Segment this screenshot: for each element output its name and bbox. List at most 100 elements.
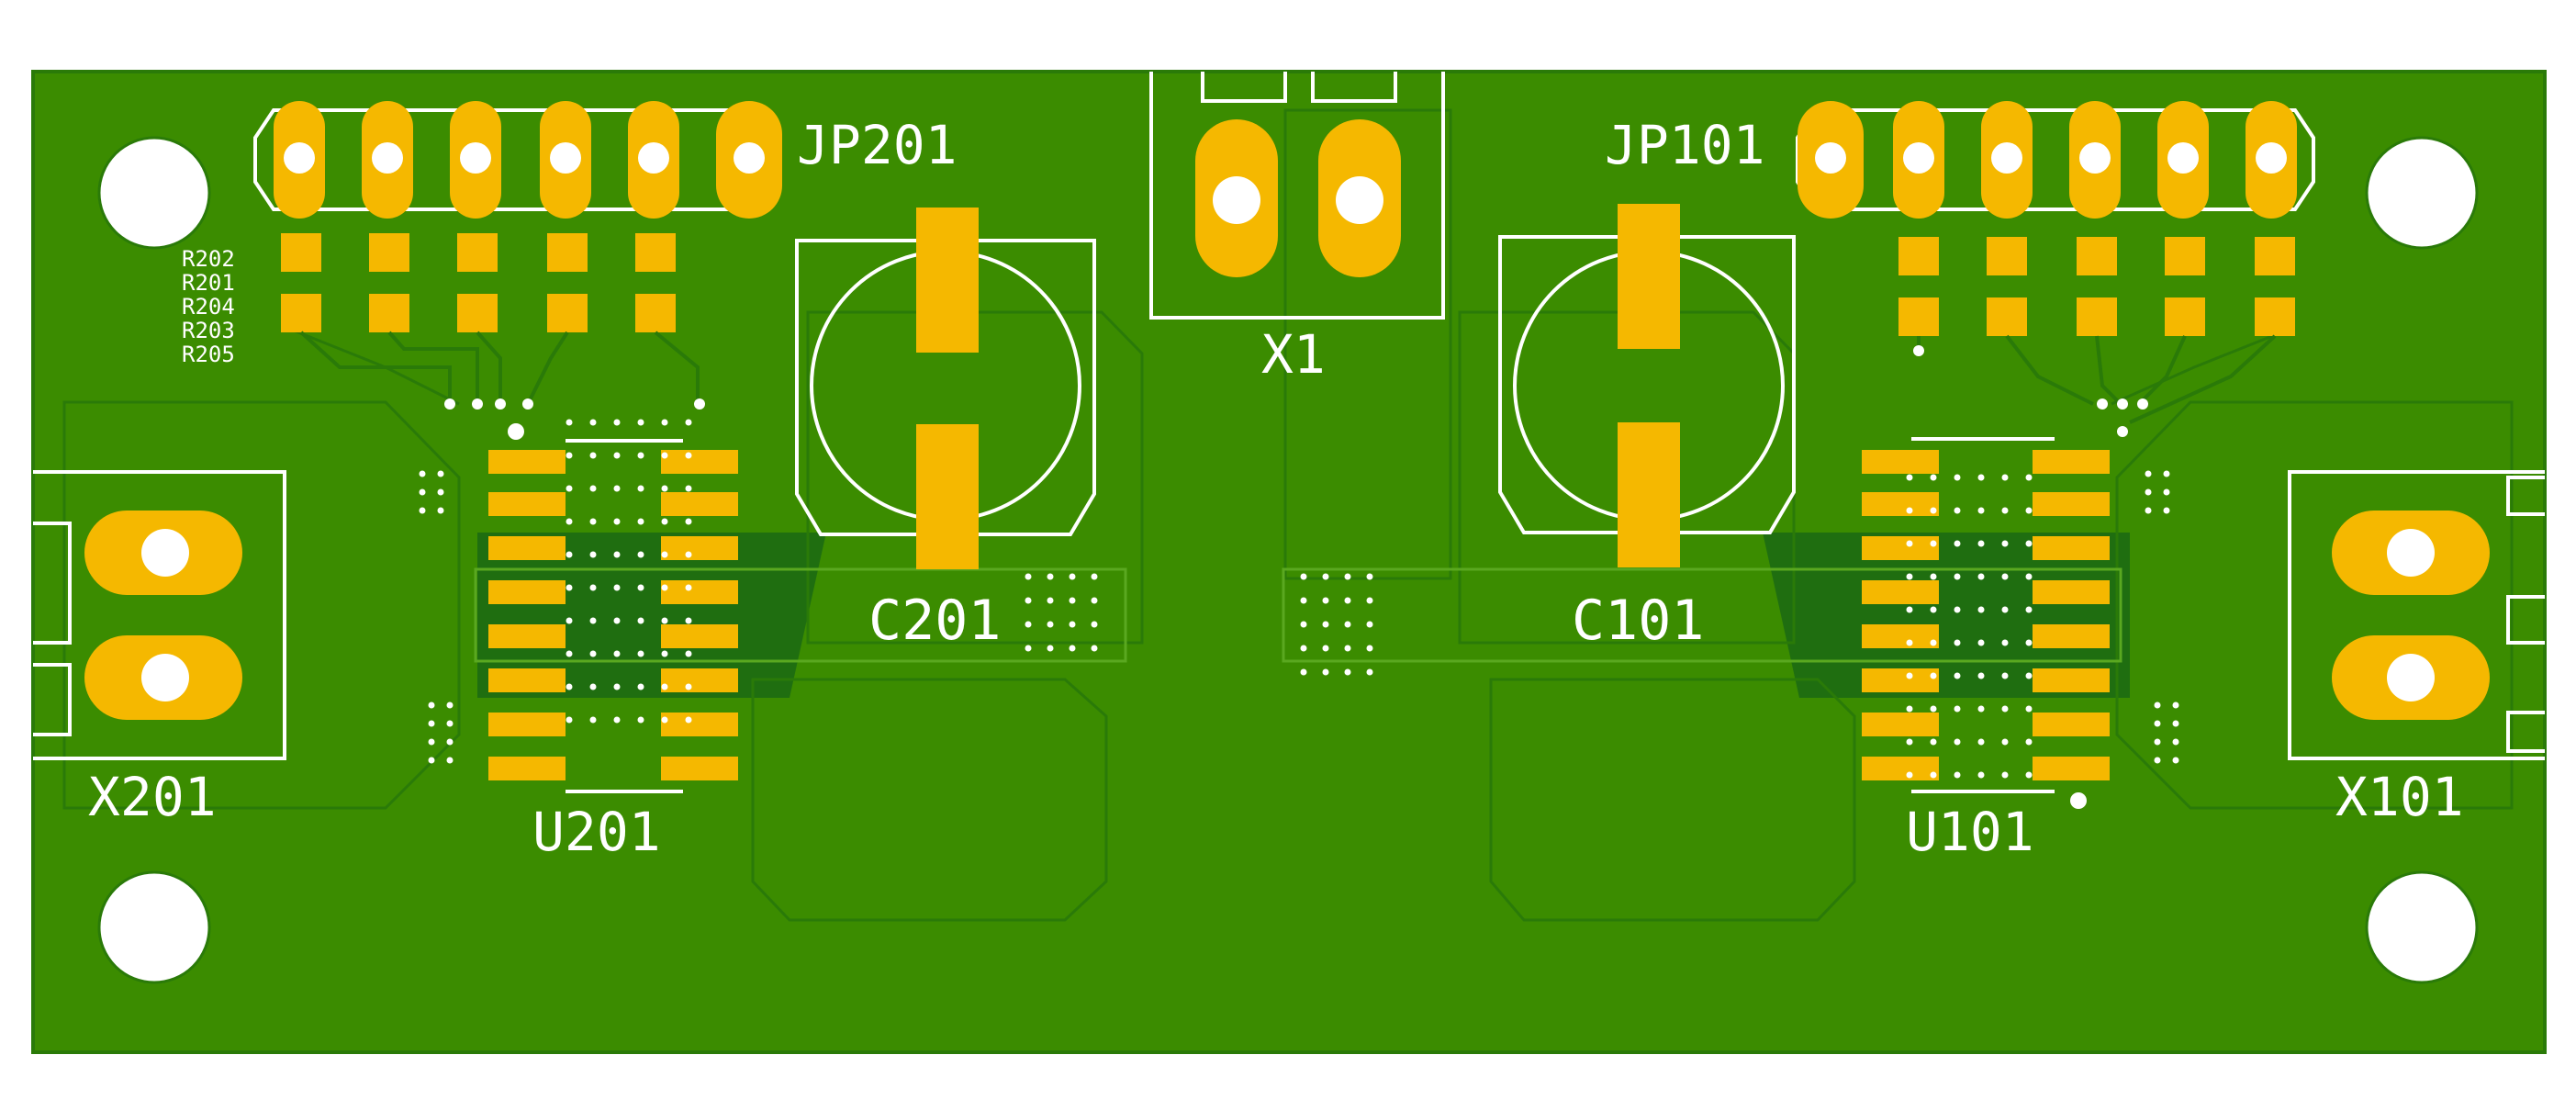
via-dot: [1091, 645, 1098, 652]
x101-connector: [2288, 470, 2545, 760]
via-dot: [2025, 639, 2033, 646]
label-r205: R205: [182, 342, 235, 367]
via-dot: [2001, 771, 2009, 779]
via-dot: [419, 507, 426, 514]
via-dot: [1069, 645, 1076, 652]
via-dot: [446, 738, 454, 746]
via-dot: [1047, 597, 1054, 604]
via-dot: [637, 452, 644, 459]
via-dot: [613, 485, 621, 492]
via-dot: [1322, 597, 1329, 604]
via-dot: [2145, 488, 2152, 496]
via-dot: [1930, 771, 1937, 779]
label-r201: R201: [182, 270, 235, 296]
via-dot: [1954, 507, 1961, 514]
via-dot: [613, 716, 621, 724]
via-dot: [613, 551, 621, 558]
via-dot: [2025, 606, 2033, 613]
label-x1: X1: [1261, 323, 1326, 386]
via-dot: [1954, 474, 1961, 481]
via-arrays: [419, 419, 2179, 779]
via-dot: [661, 716, 668, 724]
via-dot: [685, 683, 692, 690]
via-dot: [1344, 645, 1351, 652]
via-dot: [613, 683, 621, 690]
via-dot: [2025, 705, 2033, 713]
via-dot: [1025, 621, 1032, 628]
via-dot: [446, 757, 454, 764]
c101-capacitor: [1498, 204, 1796, 567]
via-dot: [637, 683, 644, 690]
via-dot: [2172, 701, 2179, 709]
via-dot: [1344, 573, 1351, 580]
via-dot: [1954, 672, 1961, 679]
via-dot: [589, 551, 597, 558]
via-dot: [2163, 488, 2170, 496]
via-dot: [1322, 645, 1329, 652]
via-dot: [1906, 672, 1913, 679]
label-c101: C101: [1572, 589, 1705, 653]
x201-connector: [33, 470, 286, 760]
via-dot: [1300, 668, 1307, 676]
via-dot: [1930, 606, 1937, 613]
via-dot: [1906, 639, 1913, 646]
via-dot: [1977, 606, 1985, 613]
via-dot: [685, 617, 692, 624]
via-dot: [1322, 621, 1329, 628]
via-dot: [566, 650, 573, 657]
via-dot: [661, 683, 668, 690]
via-dot: [2163, 470, 2170, 477]
x1-connector: [1149, 72, 1445, 320]
via-dot: [1977, 540, 1985, 547]
via-dot: [446, 720, 454, 727]
via-dot: [419, 488, 426, 496]
via-dot: [661, 650, 668, 657]
via-dot: [613, 584, 621, 591]
via-dot: [1954, 771, 1961, 779]
via-dot: [1930, 540, 1937, 547]
via-dot: [1954, 705, 1961, 713]
via-dot: [613, 452, 621, 459]
via-dot: [566, 683, 573, 690]
via-dot: [661, 452, 668, 459]
via-dot: [685, 452, 692, 459]
via-dot: [589, 419, 597, 426]
via-dot: [1954, 606, 1961, 613]
via-dot: [1025, 573, 1032, 580]
via-dot: [2025, 738, 2033, 746]
vias-small: [444, 345, 2148, 809]
u201-ic: [488, 439, 738, 793]
via-dot: [2001, 606, 2009, 613]
via-dot: [685, 419, 692, 426]
via-dot: [1025, 645, 1032, 652]
via-dot: [613, 650, 621, 657]
via-dot: [685, 485, 692, 492]
via-dot: [1930, 573, 1937, 580]
via-dot: [1930, 507, 1937, 514]
via-dot: [1977, 573, 1985, 580]
via-dot: [1344, 597, 1351, 604]
copper-pour-zones: [477, 533, 2130, 698]
via-dot: [2163, 507, 2170, 514]
via-dot: [685, 551, 692, 558]
via-dot: [661, 551, 668, 558]
via-dot: [2145, 507, 2152, 514]
via-dot: [1322, 668, 1329, 676]
via-dot: [2025, 540, 2033, 547]
via-dot: [566, 617, 573, 624]
via-dot: [637, 419, 644, 426]
via-dot: [2154, 738, 2161, 746]
via-dot: [637, 617, 644, 624]
via-dot: [589, 716, 597, 724]
via-dot: [661, 419, 668, 426]
via-dot: [613, 518, 621, 525]
via-dot: [2145, 470, 2152, 477]
via-dot: [1047, 621, 1054, 628]
via-dot: [1069, 621, 1076, 628]
via-dot: [2001, 672, 2009, 679]
label-u201: U201: [532, 801, 661, 863]
via-dot: [2001, 738, 2009, 746]
via-dot: [1069, 573, 1076, 580]
via-dot: [2001, 573, 2009, 580]
